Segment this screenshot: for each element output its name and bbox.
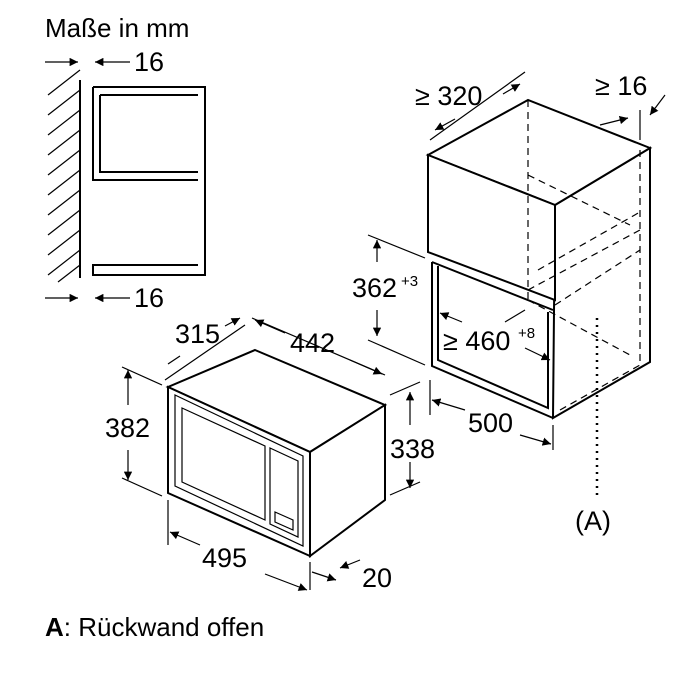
wall-hatching [47,69,81,283]
gap-top-label: 16 [134,47,164,77]
front-height-label: 382 [105,413,150,443]
depth-label: 315 [175,319,220,349]
niche-width-tol: +8 [518,325,535,342]
front-width-label: 495 [202,543,247,573]
depth-min-label: ≥ 320 [415,81,482,111]
cabinet-depth-label: 500 [468,408,513,438]
legend: A: Rückwand offen [45,612,264,642]
cabinet-drawing: ≥ 320 ≥ 16 362 +3 ≥ 460 +8 500 (A) [352,71,666,536]
gap-bottom-label: 16 [134,283,164,313]
microwave-drawing: 315 442 382 338 495 20 [105,317,435,593]
wall-side-view: 16 16 [45,47,206,313]
niche-height-label: 362 [352,273,397,303]
legend-text: : Rückwand offen [64,612,264,642]
niche-height-tol: +3 [401,273,418,290]
units-title: Maße in mm [45,13,189,43]
niche-width-label: ≥ 460 [443,326,510,356]
legend-key: A [45,612,64,642]
marker-a-label: (A) [575,506,611,536]
body-width-label: 442 [290,328,335,358]
body-height-label: 338 [390,434,435,464]
side-gap-label: ≥ 16 [595,71,647,101]
frame-depth-label: 20 [362,563,392,593]
